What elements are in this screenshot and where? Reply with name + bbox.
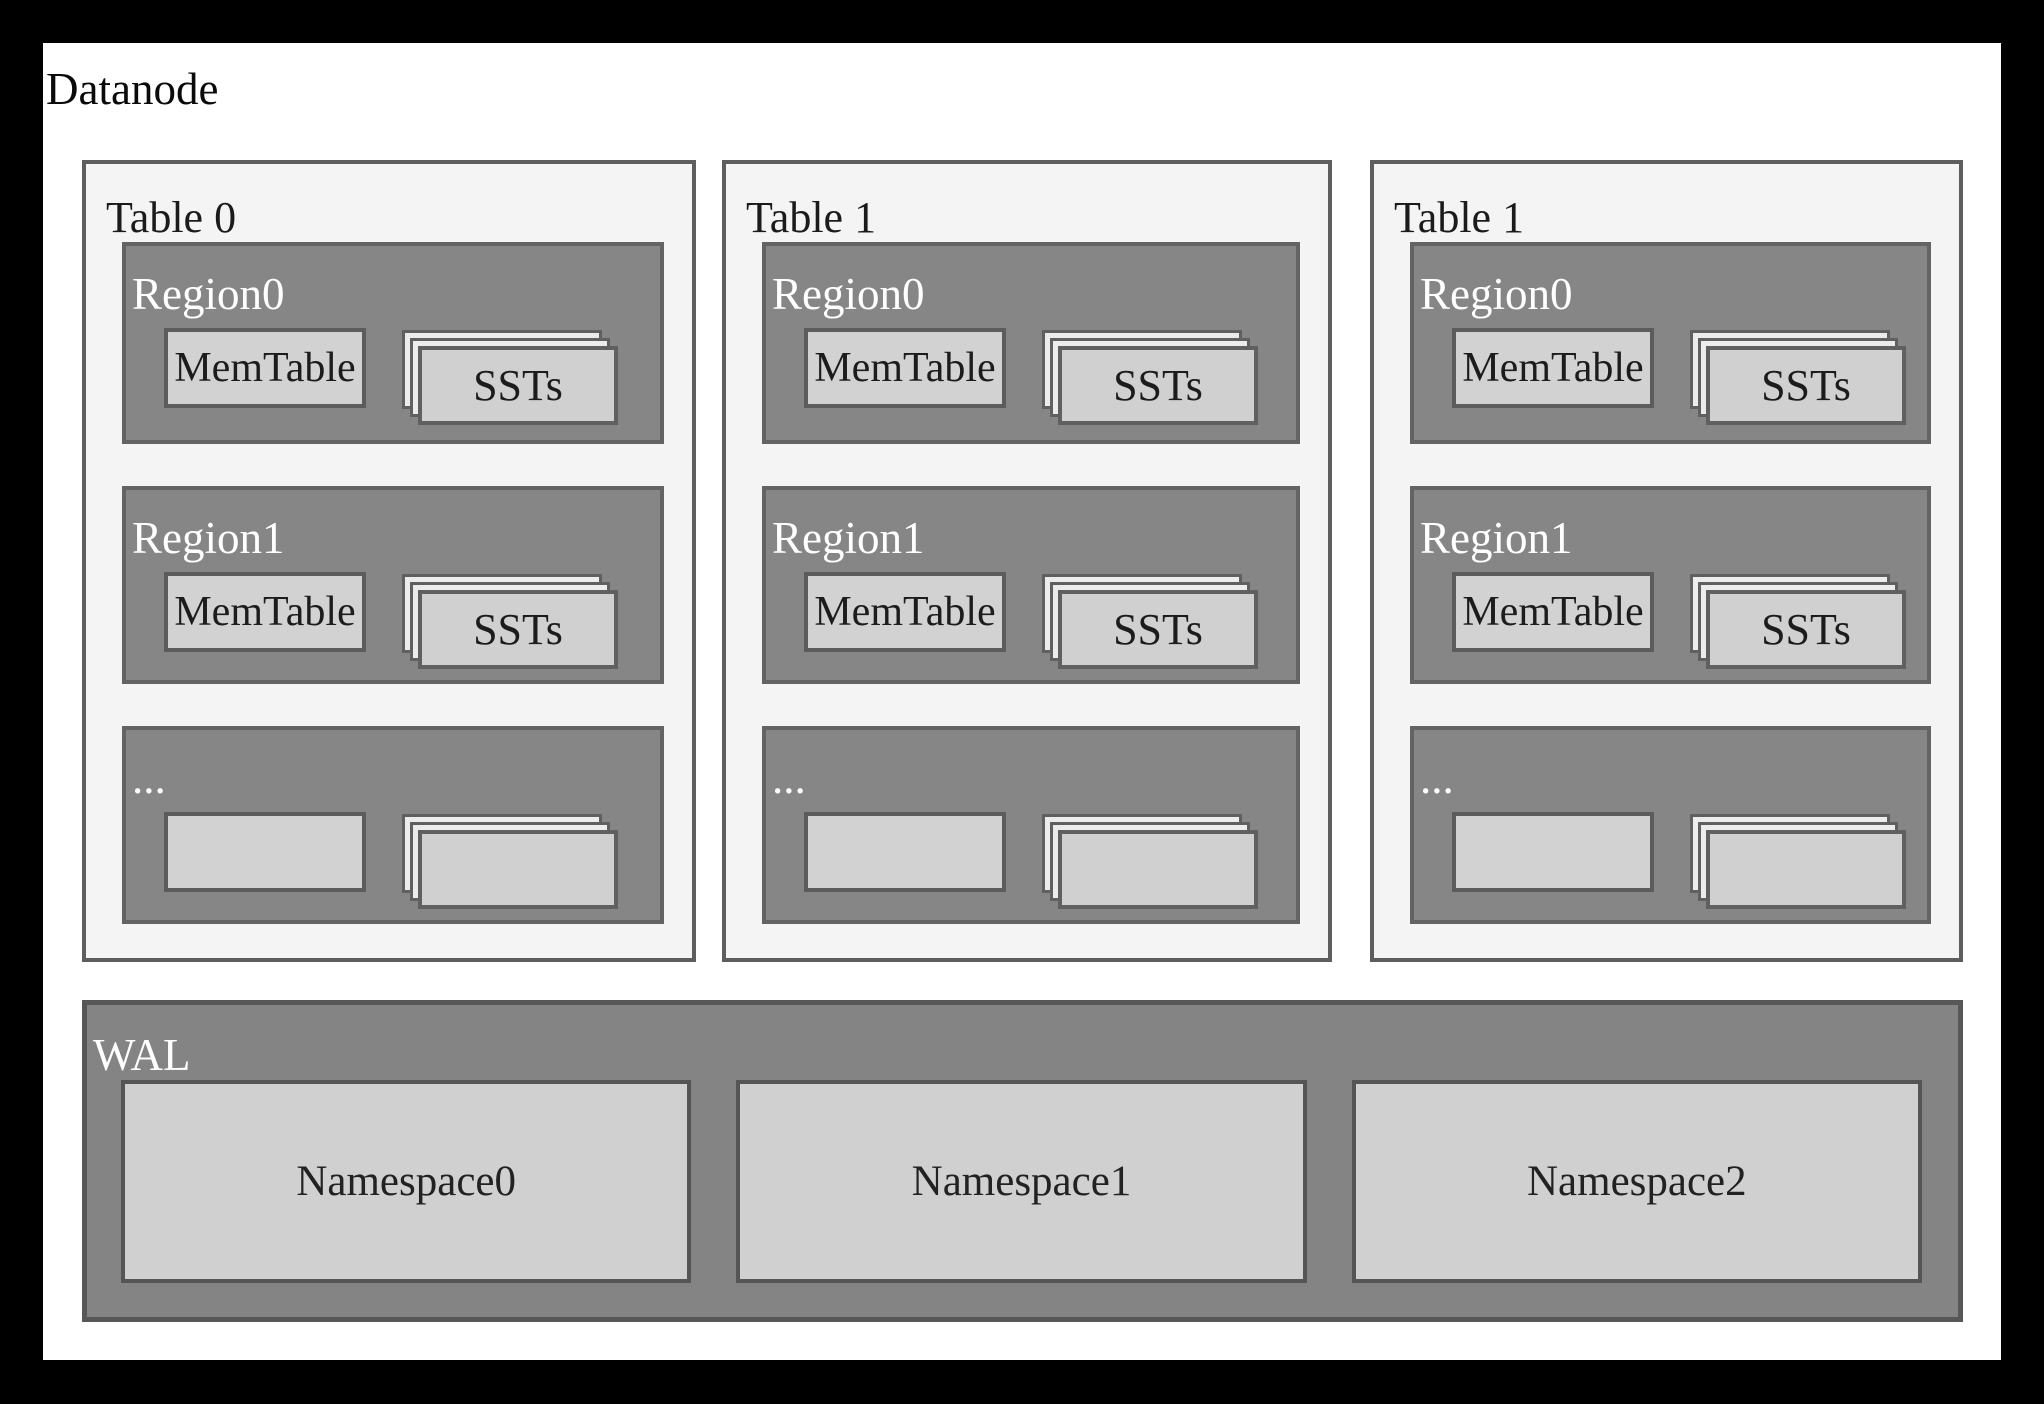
- region-label: Region1: [1420, 513, 1573, 563]
- wal-box: WAL Namespace0 Namespace1 Namespace2: [82, 1000, 1963, 1322]
- region-label: Region0: [132, 269, 285, 319]
- table-container-2: Table 1 Region0 MemTable SSTs Region1 Me…: [1370, 160, 1963, 962]
- ssts-stack: SSTs: [1042, 330, 1258, 425]
- ssts-stack: SSTs: [1042, 574, 1258, 669]
- table-label: Table 0: [106, 193, 237, 242]
- region-box-more: ...: [122, 726, 664, 924]
- memtable-box: MemTable: [1452, 328, 1654, 408]
- ssts-stack: SSTs: [402, 574, 618, 669]
- namespace-box: Namespace2: [1351, 1080, 1922, 1283]
- page-title: Datanode: [46, 64, 219, 114]
- ssts-layer-front: [1058, 830, 1258, 909]
- region-label: ...: [132, 753, 166, 803]
- table-container-0: Table 0 Region0 MemTable SSTs Region1 Me…: [82, 160, 696, 962]
- region-box: Region0 MemTable SSTs: [1410, 242, 1931, 444]
- region-box: Region1 MemTable SSTs: [762, 486, 1300, 684]
- table-label: Table 1: [746, 193, 877, 242]
- region-box: Region1 MemTable SSTs: [122, 486, 664, 684]
- namespace-row: Namespace0 Namespace1 Namespace2: [121, 1080, 1922, 1283]
- ssts-stack: SSTs: [402, 330, 618, 425]
- region-box-more: ...: [1410, 726, 1931, 924]
- region-label: Region0: [772, 269, 925, 319]
- ssts-layer-front: SSTs: [1058, 590, 1258, 669]
- region-label: Region0: [1420, 269, 1573, 319]
- ssts-stack: [1042, 814, 1258, 909]
- region-label: ...: [772, 753, 806, 803]
- memtable-box: MemTable: [804, 328, 1006, 408]
- wal-label: WAL: [93, 1030, 191, 1080]
- region-box-more: ...: [762, 726, 1300, 924]
- table-label: Table 1: [1394, 193, 1525, 242]
- region-box: Region0 MemTable SSTs: [762, 242, 1300, 444]
- ssts-stack: SSTs: [1690, 330, 1906, 425]
- ssts-layer-front: [1706, 830, 1906, 909]
- memtable-box: MemTable: [1452, 572, 1654, 652]
- memtable-box: MemTable: [164, 572, 366, 652]
- namespace-box: Namespace0: [121, 1080, 692, 1283]
- memtable-box: [164, 812, 366, 892]
- memtable-box: MemTable: [804, 572, 1006, 652]
- ssts-layer-front: [418, 830, 618, 909]
- region-label: Region1: [132, 513, 285, 563]
- ssts-layer-front: SSTs: [1058, 346, 1258, 425]
- region-label: ...: [1420, 753, 1454, 803]
- table-container-1: Table 1 Region0 MemTable SSTs Region1 Me…: [722, 160, 1332, 962]
- memtable-box: MemTable: [164, 328, 366, 408]
- ssts-layer-front: SSTs: [1706, 346, 1906, 425]
- ssts-layer-front: SSTs: [1706, 590, 1906, 669]
- ssts-stack: [402, 814, 618, 909]
- region-label: Region1: [772, 513, 925, 563]
- ssts-stack: [1690, 814, 1906, 909]
- ssts-stack: SSTs: [1690, 574, 1906, 669]
- datanode-panel: Datanode Table 0 Region0 MemTable SSTs R…: [43, 43, 2001, 1360]
- memtable-box: [804, 812, 1006, 892]
- region-box: Region0 MemTable SSTs: [122, 242, 664, 444]
- ssts-layer-front: SSTs: [418, 346, 618, 425]
- memtable-box: [1452, 812, 1654, 892]
- namespace-box: Namespace1: [736, 1080, 1307, 1283]
- region-box: Region1 MemTable SSTs: [1410, 486, 1931, 684]
- ssts-layer-front: SSTs: [418, 590, 618, 669]
